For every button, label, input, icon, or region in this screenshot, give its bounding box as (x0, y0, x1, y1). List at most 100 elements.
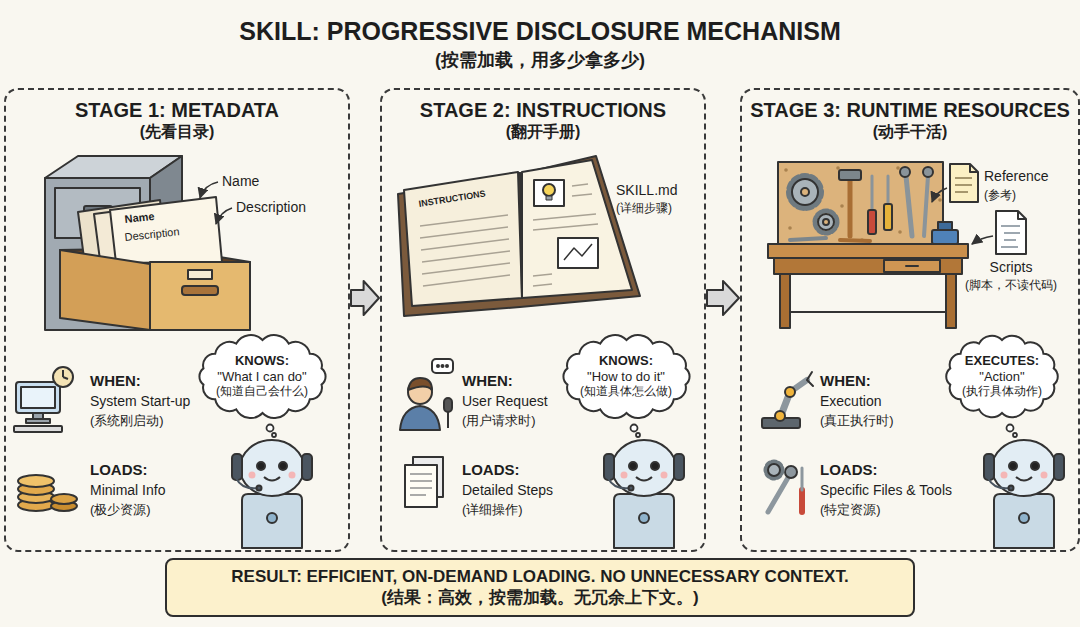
pointer-arrow (932, 188, 993, 244)
robot-figure (604, 440, 684, 548)
open-book (398, 156, 640, 316)
workbench (790, 238, 826, 240)
workbench (906, 176, 912, 236)
open-book (534, 180, 564, 206)
resource-label: (参考) (984, 188, 1016, 202)
document-icon (405, 465, 437, 507)
workbench (896, 166, 900, 170)
open-book (564, 244, 592, 260)
when-text: User Request (462, 393, 548, 410)
workbench (801, 188, 809, 196)
result-text: RESULT: EFFICIENT, ON-DEMAND LOADING. NO… (231, 567, 848, 587)
robot-figure (614, 494, 674, 548)
robot-figure (661, 472, 668, 479)
open-book (423, 275, 510, 286)
script-document (1004, 239, 1016, 241)
workbench (784, 168, 788, 172)
tools-icon (801, 468, 804, 490)
robot-figure (674, 454, 684, 480)
open-book (522, 160, 632, 298)
user-speaking-icon (437, 365, 439, 367)
thought-bubble: KNOWS:"How to do it"(知道具体怎么做) (558, 332, 695, 421)
robot-figure (604, 454, 614, 480)
thought-heading: KNOWS: (580, 353, 672, 369)
robot-figure (629, 486, 634, 491)
file-label: SKILL.md (616, 182, 677, 199)
open-book (420, 227, 508, 238)
workbench (818, 214, 834, 230)
robot-figure (1016, 477, 1032, 481)
document-icon (405, 457, 443, 507)
thought-tail (631, 425, 638, 432)
user-speaking-icon (447, 412, 449, 428)
workbench (823, 219, 829, 225)
workbench (768, 244, 968, 258)
computer-clock-icon (16, 382, 60, 413)
when-heading: WHEN: (820, 372, 871, 390)
workbench (906, 265, 918, 267)
computer-clock-icon (53, 367, 73, 387)
robot-figure (236, 478, 258, 488)
robot-figure (232, 440, 312, 548)
robot-arm-icon (762, 372, 813, 428)
open-book (558, 238, 598, 268)
workbench (780, 274, 790, 328)
when-text: (真正执行时) (820, 413, 894, 429)
open-book (572, 194, 592, 196)
stage-subheading: (翻开手册) (420, 122, 666, 141)
open-book (421, 239, 509, 250)
tools-icon (766, 462, 802, 512)
reference-document (970, 164, 978, 172)
filing-cabinet (182, 286, 218, 295)
thought-note: (执行具体动作) (962, 384, 1042, 398)
reference-document (955, 184, 972, 186)
cloud-shape (199, 335, 325, 418)
open-book (533, 214, 596, 220)
workbench (836, 166, 840, 170)
user-speaking-icon (446, 365, 448, 367)
loads-heading: LOADS: (820, 461, 878, 479)
stage-subheading: (先看目录) (75, 122, 279, 141)
pointer-arrow (932, 188, 947, 202)
robot-figure (1019, 513, 1029, 523)
robot-figure (1009, 462, 1017, 470)
when-text: (用户请求时) (462, 413, 536, 429)
robot-figure (249, 472, 256, 479)
reference-document (955, 177, 972, 179)
open-book (420, 215, 508, 226)
open-book (533, 224, 598, 230)
thought-tail (1013, 433, 1017, 437)
workbench (900, 167, 910, 177)
text-group: KNOWS:"How to do it"(知道具体怎么做) (580, 353, 672, 399)
script-document (996, 211, 1026, 254)
user-speaking-icon (400, 406, 440, 430)
robot-figure (1041, 472, 1048, 479)
document-icon (410, 487, 432, 489)
loads-text: Detailed Steps (462, 482, 553, 499)
thought-note: (知道自己会什么) (216, 384, 308, 398)
computer-clock-icon (26, 419, 50, 423)
computer-clock-icon (63, 370, 68, 379)
workbench (790, 311, 946, 313)
diagram-title: SKILL: PROGRESSIVE DISCLOSURE MECHANISM (0, 16, 1080, 46)
loads-heading: LOADS: (462, 461, 520, 479)
thought-tail (267, 425, 274, 432)
loads-heading: LOADS: (90, 461, 148, 479)
robot-figure (279, 462, 287, 470)
workbench (815, 211, 837, 233)
coins-icon (51, 494, 77, 504)
filing-cabinet (110, 197, 222, 263)
workbench (884, 260, 940, 272)
cloud-shape (946, 335, 1058, 416)
robot-figure (1054, 454, 1064, 480)
thought-bubble: KNOWS:"What I can do"(知道自己会什么) (194, 332, 331, 421)
workbench (898, 230, 902, 234)
reference-document (950, 164, 978, 202)
workbench (789, 176, 821, 208)
robot-figure (608, 478, 630, 488)
document-icon (410, 474, 432, 495)
document-icon (410, 494, 426, 496)
user-speaking-icon (442, 365, 444, 367)
tools-icon (768, 464, 780, 476)
